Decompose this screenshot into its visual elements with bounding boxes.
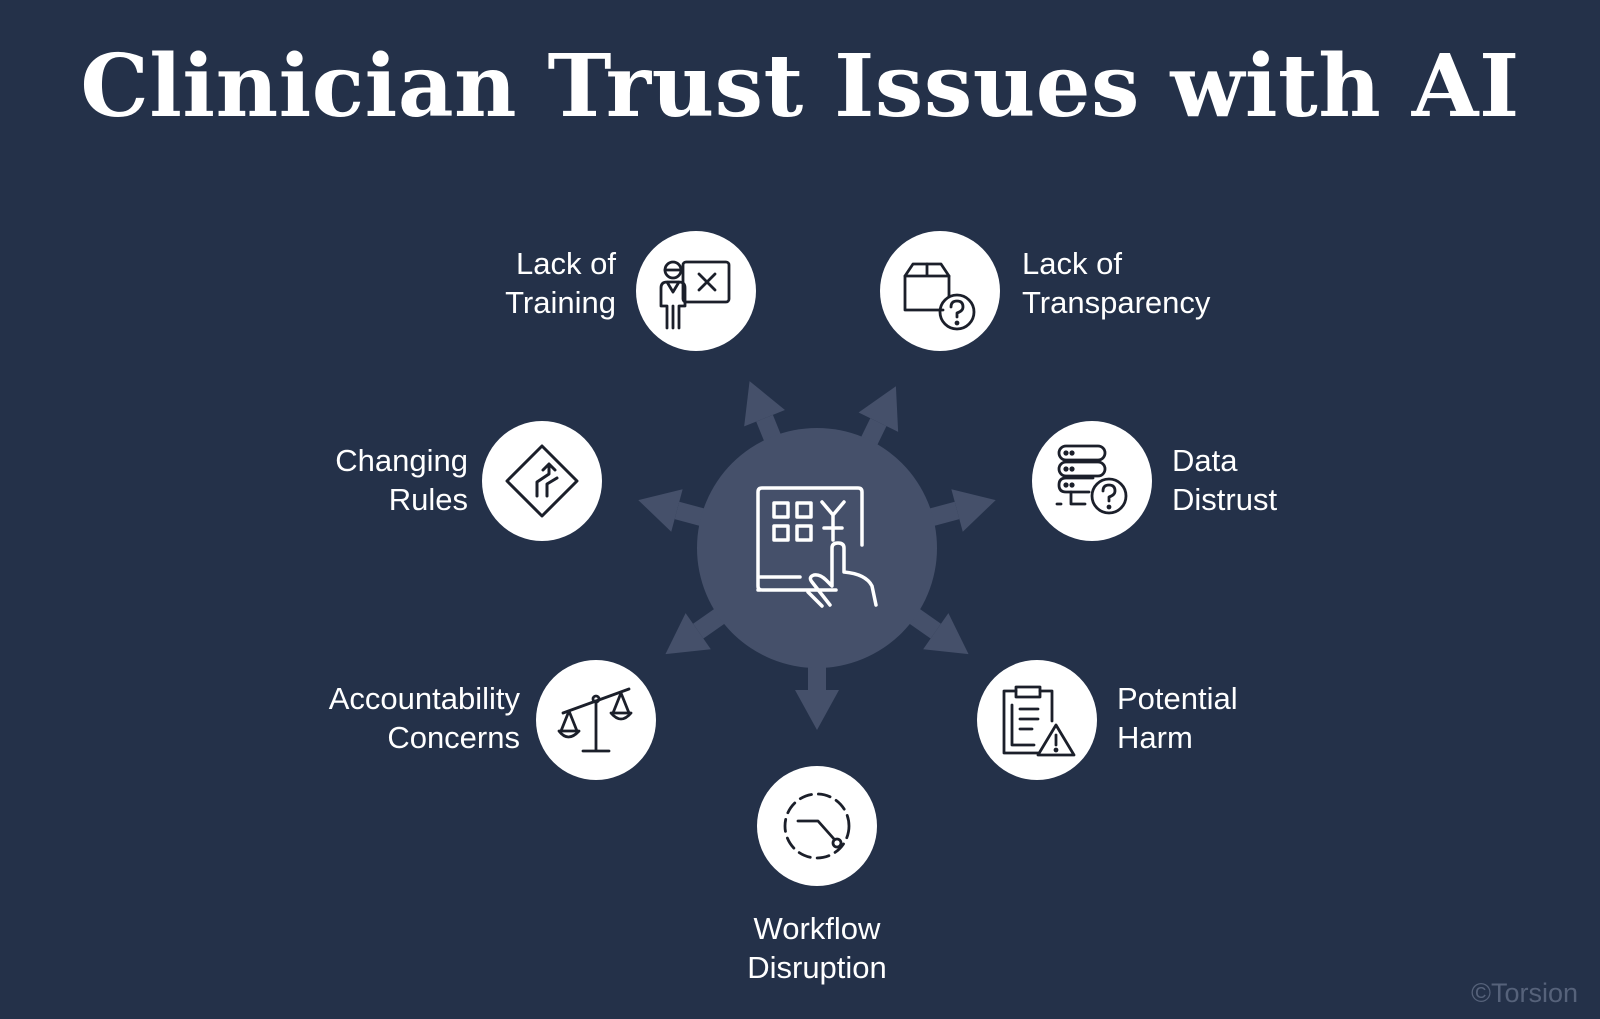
page-title: Clinician Trust Issues with AI	[80, 36, 1520, 137]
hub-circle	[697, 428, 937, 668]
label-line: Concerns	[387, 720, 520, 755]
node-lack-of-transparency	[880, 231, 1000, 351]
trainer-board-icon	[659, 260, 731, 330]
label-line: Workflow	[753, 911, 881, 946]
node-potential-harm	[977, 660, 1097, 780]
label-line: Disruption	[747, 950, 887, 985]
label-potential-harm: Potential Harm	[1117, 679, 1238, 757]
node-accountability-concerns	[536, 660, 656, 780]
label-accountability-concerns: Accountability Concerns	[270, 679, 520, 757]
label-line: Training	[505, 285, 616, 320]
clipboard-warning-icon	[1002, 685, 1076, 757]
node-data-distrust	[1032, 421, 1152, 541]
label-lack-of-transparency: Lack of Transparency	[1022, 244, 1210, 322]
label-line: Data	[1172, 443, 1238, 478]
box-question-icon	[903, 262, 976, 331]
label-line: Changing	[335, 443, 468, 478]
touchscreen-kiosk-icon	[756, 486, 878, 608]
label-data-distrust: Data Distrust	[1172, 441, 1277, 519]
scales-icon	[557, 687, 633, 753]
copyright-notice: ©Torsion	[1471, 978, 1578, 1008]
node-changing-rules	[482, 421, 602, 541]
node-workflow-disruption	[757, 766, 877, 886]
label-lack-of-training: Lack of Training	[440, 244, 616, 322]
database-question-icon	[1055, 444, 1128, 515]
label-workflow-disruption: Workflow Disruption	[717, 909, 917, 987]
node-lack-of-training	[636, 231, 756, 351]
label-line: Harm	[1117, 720, 1193, 755]
label-line: Rules	[388, 482, 468, 517]
label-changing-rules: Changing Rules	[280, 441, 468, 519]
label-line: Accountability	[328, 681, 520, 716]
road-sign-icon	[505, 444, 579, 518]
label-line: Transparency	[1022, 285, 1211, 320]
label-line: Potential	[1117, 681, 1238, 716]
label-line: Lack of	[516, 246, 616, 281]
label-line: Distrust	[1172, 482, 1278, 517]
timer-dashed-icon	[783, 792, 851, 860]
label-line: Lack of	[1022, 246, 1122, 281]
